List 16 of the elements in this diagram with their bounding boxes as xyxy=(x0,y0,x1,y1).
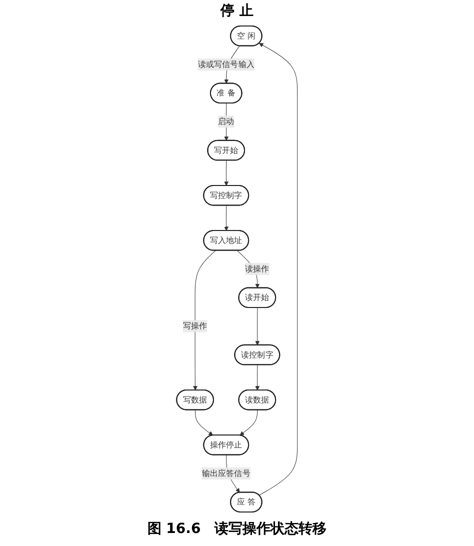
arrow xyxy=(224,160,229,186)
edge-label: 启动 xyxy=(218,116,234,126)
edge-label: 读操作 xyxy=(245,264,270,274)
arrow xyxy=(258,43,298,496)
arrow xyxy=(224,102,229,141)
arrow xyxy=(255,364,260,390)
arrow xyxy=(224,205,229,231)
arrow xyxy=(193,250,216,390)
arrow xyxy=(240,410,258,436)
arrow xyxy=(195,410,214,436)
arrow xyxy=(255,307,260,346)
edge-label: 写操作 xyxy=(182,321,208,331)
edge-label: 读或写信号输入 xyxy=(198,59,254,70)
edge-label: 输出应答信号 xyxy=(202,468,250,478)
state-label: 停 止 xyxy=(220,2,254,20)
figure-caption: 图 16.6 读写操作状态转移 xyxy=(147,520,327,538)
